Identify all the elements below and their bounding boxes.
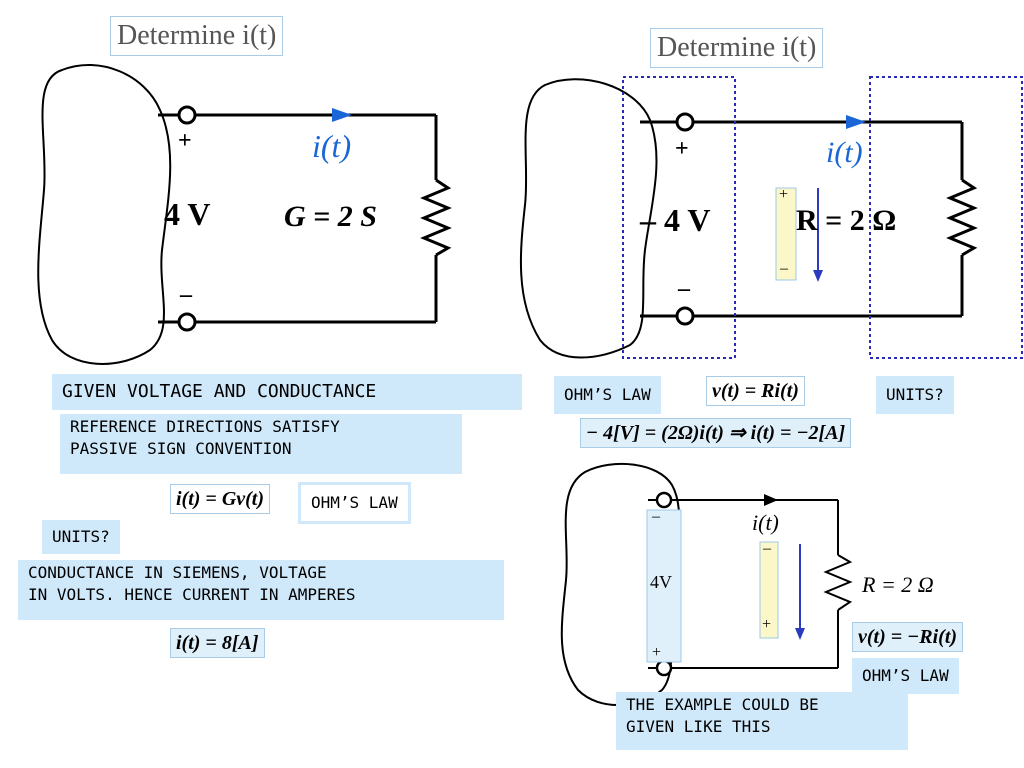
note-conductance-line2: IN VOLTS. HENCE CURRENT IN AMPERES bbox=[28, 585, 356, 604]
left-conductance-label: G = 2 S bbox=[284, 200, 377, 233]
note-ohms-law-left: OHM’S LAW bbox=[298, 482, 411, 524]
right-sign-box-plus: + bbox=[779, 186, 789, 203]
bottom-source-sign-box bbox=[646, 509, 682, 663]
eq-i-equals-gv: i(t) = Gv(t) bbox=[170, 484, 271, 514]
bottom-sign-box-bottom: + bbox=[762, 616, 772, 633]
note-ohms-law-right: OHM’S LAW bbox=[554, 376, 661, 414]
right-resistance-label: R = 2 Ω bbox=[796, 204, 897, 237]
right-plus-sign: + bbox=[675, 136, 689, 162]
bottom-voltage-arrow bbox=[795, 628, 805, 640]
right-current-label: i(t) bbox=[826, 136, 863, 169]
left-current-label: i(t) bbox=[312, 128, 352, 164]
bottom-source-top-sign: – bbox=[652, 508, 660, 525]
left-voltage-label: 4 V bbox=[164, 196, 211, 232]
note-example-line1: THE EXAMPLE COULD BE bbox=[626, 695, 819, 714]
bottom-resistance-label: R = 2 Ω bbox=[862, 572, 934, 597]
note-reference-line1: REFERENCE DIRECTIONS SATISFY bbox=[70, 417, 340, 436]
note-example-line2: GIVEN LIKE THIS bbox=[626, 717, 771, 736]
right-voltage-arrow bbox=[813, 270, 823, 282]
note-conductance-line1: CONDUCTANCE IN SIEMENS, VOLTAGE bbox=[28, 563, 327, 582]
right-minus-sign: – bbox=[678, 276, 690, 302]
eq-solution: − 4[V] = (2Ω)i(t) ⇒ i(t) = −2[A] bbox=[580, 418, 852, 448]
note-reference: REFERENCE DIRECTIONS SATISFY PASSIVE SIG… bbox=[60, 414, 462, 474]
bottom-top-terminal bbox=[655, 491, 673, 509]
eq-v-equals-minus-ri: v(t) = −Ri(t) bbox=[852, 622, 964, 652]
left-minus-sign: – bbox=[180, 282, 192, 308]
eq-v-equals-ri: v(t) = Ri(t) bbox=[706, 376, 805, 406]
left-source-blob bbox=[37, 64, 172, 365]
left-resistor bbox=[420, 178, 452, 257]
bottom-voltage-label: 4V bbox=[650, 572, 672, 592]
left-current-arrow bbox=[332, 108, 352, 122]
eq-i-equals-8: i(t) = 8[A] bbox=[170, 628, 265, 658]
note-units-right: UNITS? bbox=[876, 376, 954, 414]
right-sign-box bbox=[775, 187, 797, 281]
bottom-current-arrow bbox=[764, 494, 778, 506]
bottom-source-bottom-sign: + bbox=[652, 644, 662, 661]
bottom-bottom-terminal bbox=[655, 659, 673, 677]
right-sign-box-minus: – bbox=[780, 260, 788, 277]
bottom-sign-box-top: – bbox=[763, 540, 771, 557]
dotted-box-source bbox=[622, 76, 736, 359]
left-bottom-terminal bbox=[177, 312, 197, 332]
right-title: Determine i(t) bbox=[650, 28, 824, 68]
bottom-current-label: i(t) bbox=[752, 510, 779, 535]
bottom-sign-box bbox=[759, 541, 779, 639]
right-current-arrow bbox=[846, 115, 866, 129]
bottom-resistor bbox=[823, 554, 853, 611]
right-voltage-label: – 4 V bbox=[640, 202, 711, 238]
note-example: THE EXAMPLE COULD BE GIVEN LIKE THIS bbox=[616, 692, 908, 750]
right-bottom-terminal bbox=[675, 306, 695, 326]
note-given: GIVEN VOLTAGE AND CONDUCTANCE bbox=[52, 374, 522, 410]
note-conductance: CONDUCTANCE IN SIEMENS, VOLTAGE IN VOLTS… bbox=[18, 560, 504, 620]
note-ohms-law-bottom: OHM’S LAW bbox=[852, 658, 959, 694]
right-top-terminal bbox=[675, 112, 695, 132]
note-reference-line2: PASSIVE SIGN CONVENTION bbox=[70, 439, 292, 458]
left-title: Determine i(t) bbox=[110, 16, 284, 56]
left-plus-sign: + bbox=[178, 128, 192, 154]
left-top-terminal bbox=[177, 105, 197, 125]
right-resistor bbox=[946, 178, 978, 257]
note-units-left: UNITS? bbox=[42, 520, 120, 554]
right-source-blob bbox=[519, 78, 658, 359]
